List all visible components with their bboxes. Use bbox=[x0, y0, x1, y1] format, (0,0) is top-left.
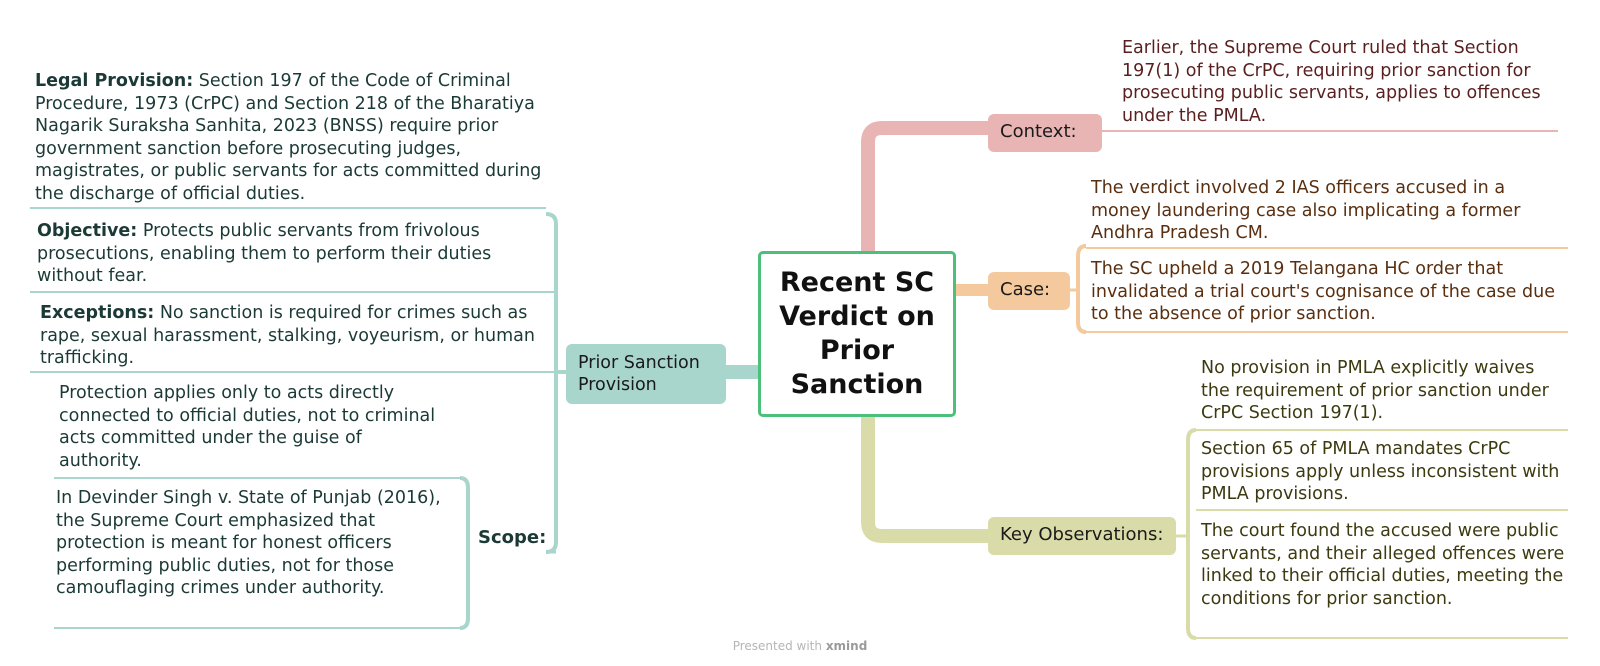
exceptions-title: Exceptions: bbox=[40, 303, 155, 323]
objective-text: Objective: Protects public servants from… bbox=[37, 220, 542, 288]
objective-title: Objective: bbox=[37, 221, 138, 241]
central-title: Recent SC Verdict on Prior Sanction bbox=[779, 267, 935, 400]
prior-sanction-label: Prior Sanction Provision bbox=[578, 353, 700, 395]
exceptions-body: No sanction is required for crimes such … bbox=[40, 303, 535, 368]
observations-label: Key Observations: bbox=[1000, 524, 1164, 545]
observation-item-2: Section 65 of PMLA mandates CrPC provisi… bbox=[1201, 439, 1560, 504]
xmind-brand: xmind bbox=[825, 639, 868, 653]
legal-provision-text: Legal Provision: Section 197 of the Code… bbox=[35, 70, 545, 205]
central-topic[interactable]: Recent SC Verdict on Prior Sanction bbox=[758, 251, 956, 417]
exceptions-text: Exceptions: No sanction is required for … bbox=[40, 302, 540, 370]
prior-sanction-chip[interactable] bbox=[566, 344, 726, 404]
observation-item-3: The court found the accused were public … bbox=[1201, 521, 1565, 609]
left-trunk bbox=[545, 212, 558, 554]
objective-body: Protects public servants from frivolous … bbox=[37, 221, 492, 286]
scope-item-2: In Devinder Singh v. State of Punjab (20… bbox=[56, 488, 441, 598]
context-text: Earlier, the Supreme Court ruled that Se… bbox=[1122, 38, 1541, 126]
case-bracket bbox=[1076, 244, 1087, 334]
observation-item-1: No provision in PMLA explicitly waives t… bbox=[1201, 358, 1549, 423]
observations-connector bbox=[861, 404, 1007, 543]
observations-chip[interactable] bbox=[988, 517, 1176, 555]
legal-provision-title: Legal Provision: bbox=[35, 71, 194, 91]
legal-provision-body: Section 197 of the Code of Criminal Proc… bbox=[35, 71, 542, 204]
context-chip[interactable] bbox=[988, 114, 1102, 152]
observations-bracket bbox=[1186, 428, 1197, 640]
presented-with-footer: Presented with xmind bbox=[0, 639, 1600, 653]
case-item-1: The verdict involved 2 IAS officers accu… bbox=[1091, 178, 1521, 243]
scope-label[interactable]: Scope: bbox=[478, 527, 547, 548]
case-item-2: The SC upheld a 2019 Telangana HC order … bbox=[1091, 259, 1555, 324]
case-chip[interactable] bbox=[988, 272, 1070, 310]
scope-bracket bbox=[459, 476, 470, 630]
scope-item-1: Protection applies only to acts directly… bbox=[59, 383, 436, 471]
case-label: Case: bbox=[1000, 279, 1051, 300]
footer-prefix: Presented with bbox=[732, 639, 822, 653]
context-label: Context: bbox=[1000, 121, 1077, 142]
context-connector bbox=[861, 121, 995, 258]
